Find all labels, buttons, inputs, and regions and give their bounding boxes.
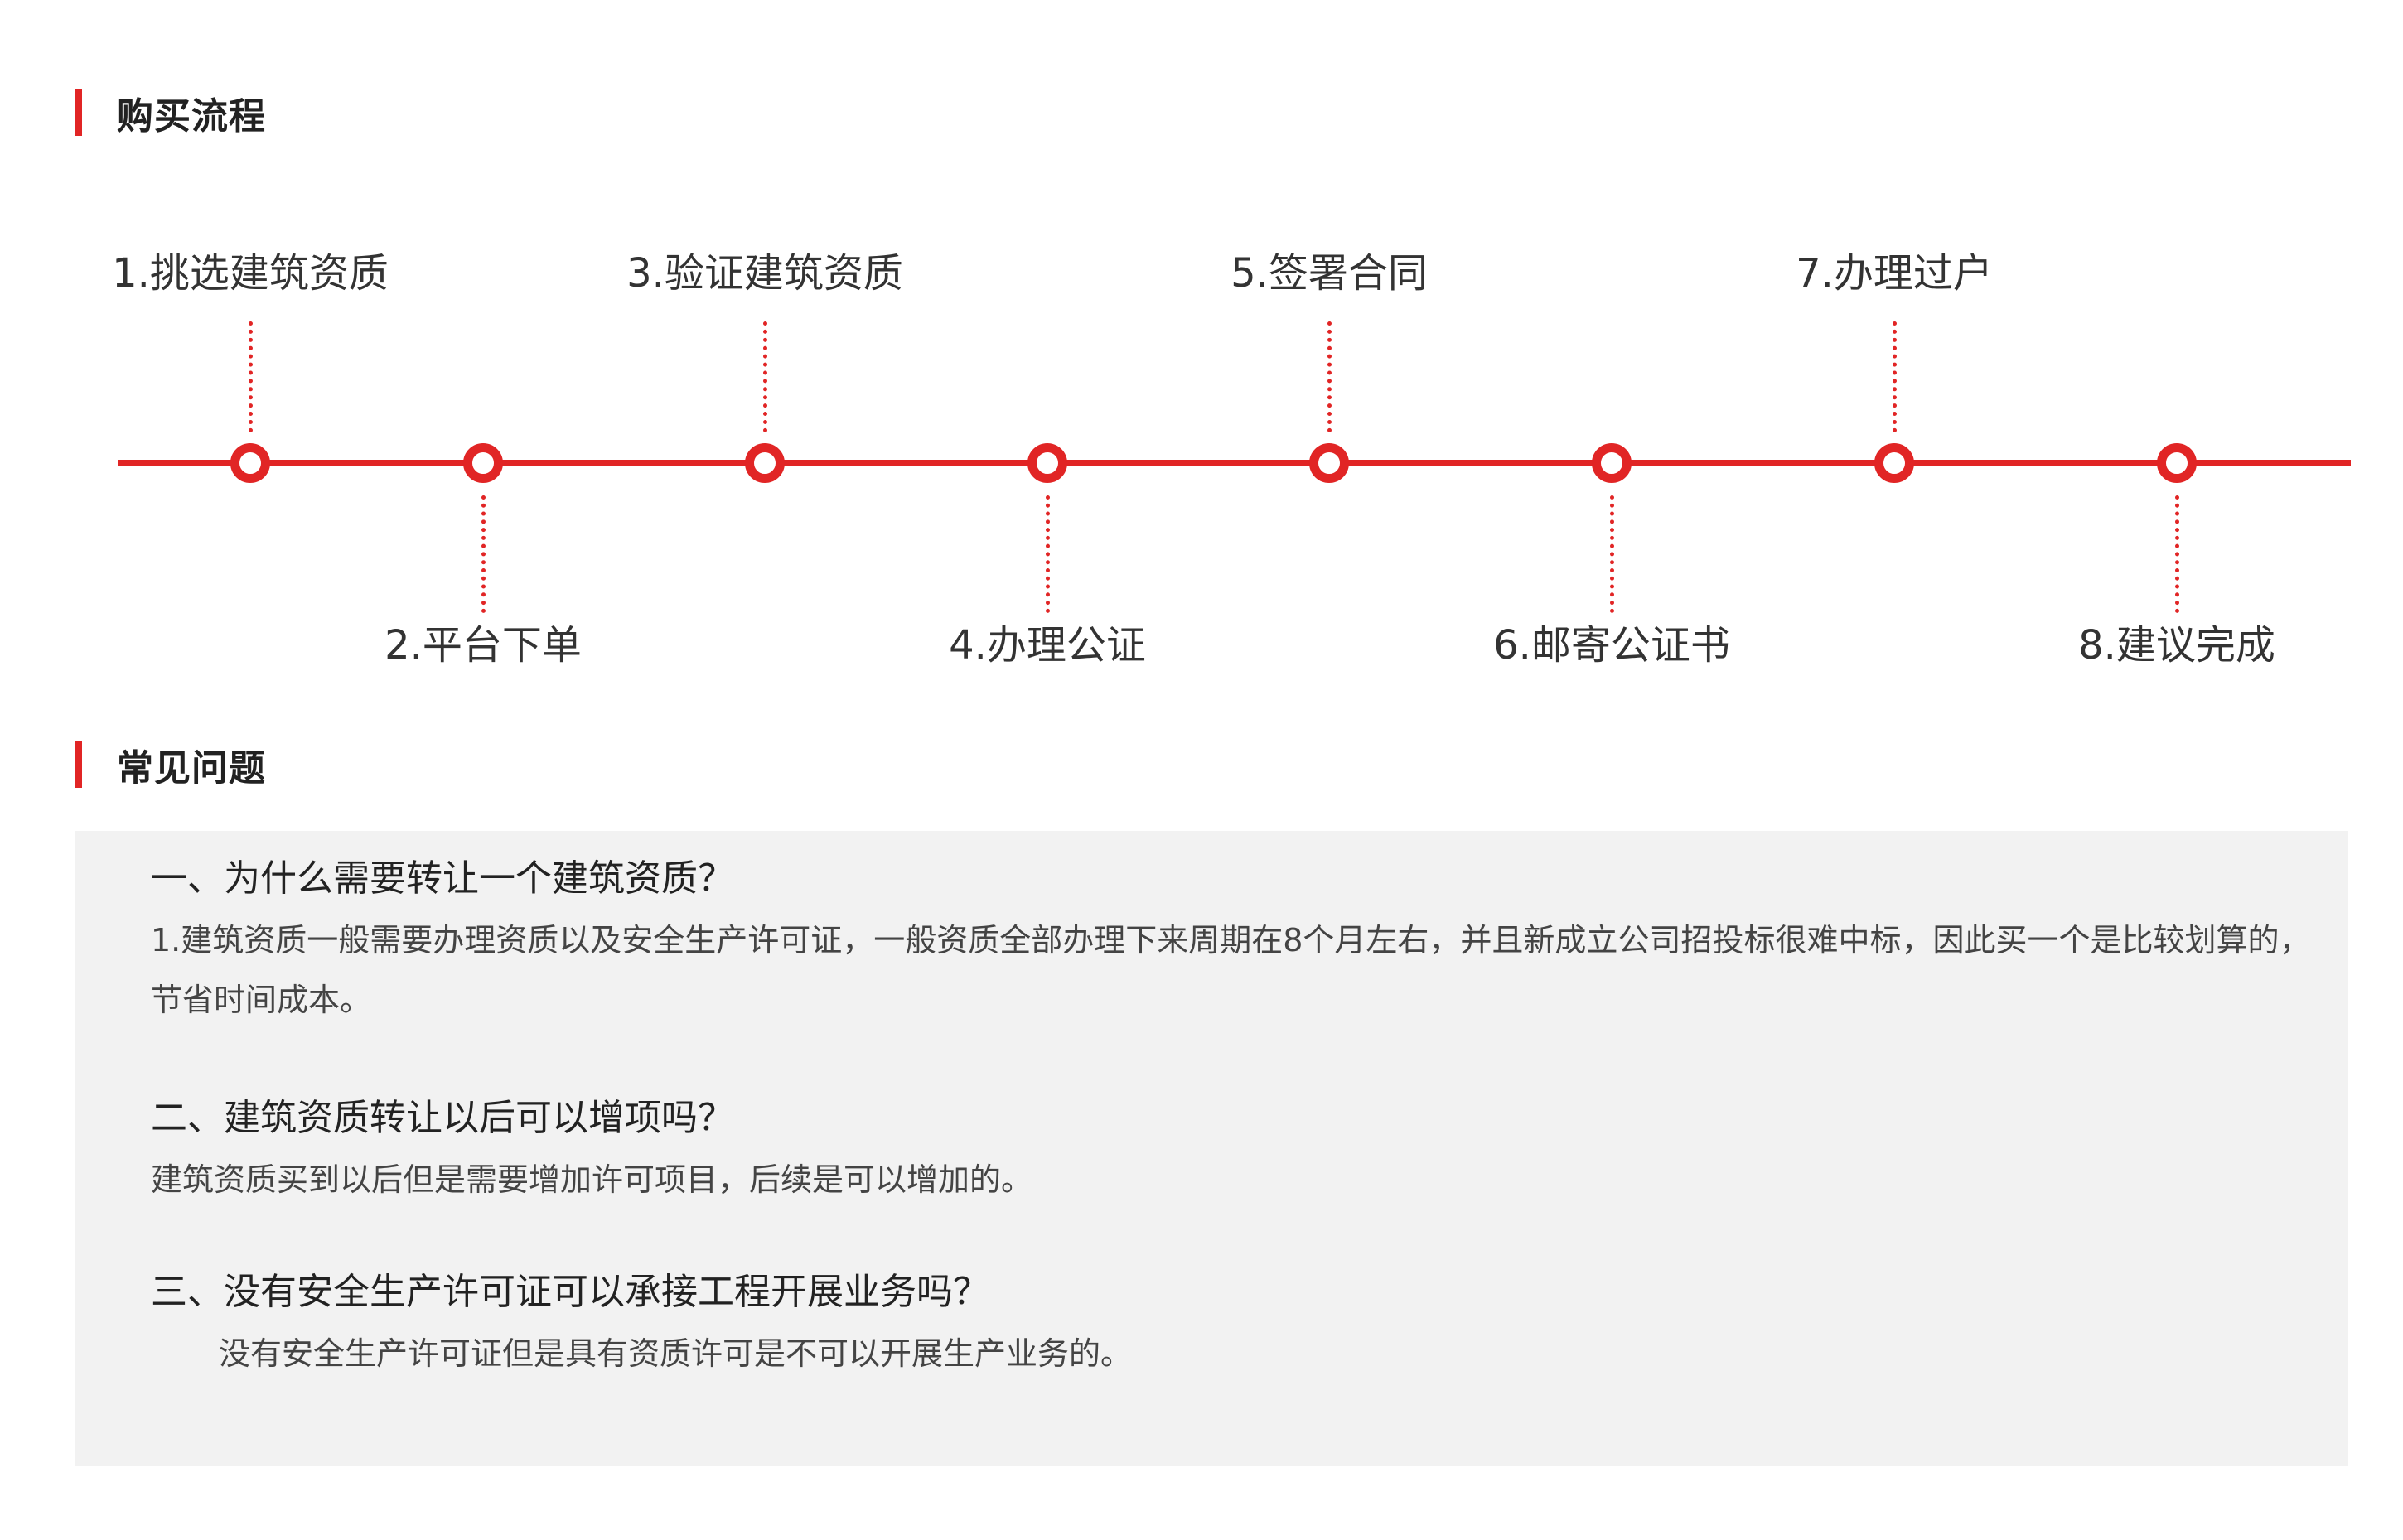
timeline-connector (1046, 495, 1050, 613)
timeline-step-6: 6.邮寄公证书 (1493, 622, 1730, 669)
section-accent-bar (75, 741, 82, 788)
faq-answer: 1.建筑资质一般需要办理资质以及安全生产许可证，一般资质全部办理下来周期在8个月… (151, 922, 2311, 1018)
timeline-connector (1327, 321, 1332, 432)
timeline-connector (763, 321, 767, 432)
timeline-node (230, 443, 270, 483)
section-title: 购买流程 (117, 95, 266, 138)
faq-question: 二、建筑资质转让以后可以增项吗？ (151, 1097, 734, 1139)
timeline-step-2: 2.平台下单 (384, 622, 582, 669)
timeline-line (118, 460, 2351, 466)
section-header-faq: 常见问题 (75, 740, 266, 789)
timeline-step-1: 1.挑选建筑资质 (112, 250, 389, 297)
timeline-step-3: 3.验证建筑资质 (626, 250, 903, 297)
timeline-node (1309, 443, 1349, 483)
timeline-connector (1893, 321, 1897, 432)
section-header-purchase-process: 购买流程 (75, 88, 266, 138)
section-title: 常见问题 (117, 747, 266, 789)
timeline-node (1027, 443, 1067, 483)
faq-panel: 一、为什么需要转让一个建筑资质？ 1.建筑资质一般需要办理资质以及安全生产许可证… (75, 831, 2348, 1466)
timeline-connector (249, 321, 253, 432)
timeline-node (1874, 443, 1914, 483)
timeline-node (1592, 443, 1632, 483)
faq-answer: 没有安全生产许可证但是具有资质许可是不可以开展生产业务的。 (219, 1335, 1133, 1372)
timeline-connector (2175, 495, 2179, 613)
timeline-node (463, 443, 503, 483)
faq-item: 一、为什么需要转让一个建筑资质？ 1.建筑资质一般需要办理资质以及安全生产许可证… (151, 854, 2315, 1030)
timeline-connector (1610, 495, 1614, 613)
faq-question: 三、没有安全生产许可证可以承接工程开展业务吗？ (151, 1271, 989, 1313)
timeline-step-7: 7.办理过户 (1796, 250, 1993, 297)
section-accent-bar (75, 89, 82, 136)
faq-answer: 建筑资质买到以后但是需要增加许可项目，后续是可以增加的。 (151, 1161, 1033, 1198)
timeline-step-8: 8.建议完成 (2078, 622, 2275, 669)
timeline-node (2157, 443, 2197, 483)
timeline-step-4: 4.办理公证 (949, 622, 1146, 669)
timeline-node (745, 443, 785, 483)
faq-item: 三、没有安全生产许可证可以承接工程开展业务吗？ 没有安全生产许可证但是具有资质许… (151, 1267, 2315, 1383)
faq-question: 一、为什么需要转让一个建筑资质？ (151, 857, 734, 900)
faq-item: 二、建筑资质转让以后可以增项吗？ 建筑资质买到以后但是需要增加许可项目，后续是可… (151, 1093, 2315, 1209)
timeline-step-5: 5.签署合同 (1231, 250, 1428, 297)
timeline-connector (481, 495, 486, 613)
